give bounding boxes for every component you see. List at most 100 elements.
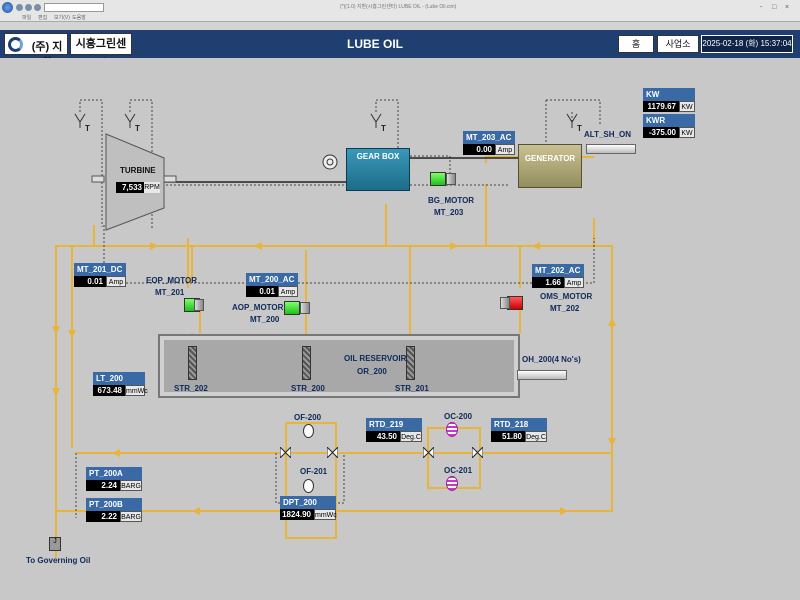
reservoir-tag: OR_200 — [357, 367, 387, 376]
alt-sh-on-label: ALT_SH_ON — [584, 130, 631, 139]
bg-motor-body — [446, 173, 456, 185]
forward-icon[interactable] — [25, 4, 32, 11]
generator[interactable]: GENERATOR — [518, 144, 582, 188]
eop-motor-body — [194, 299, 204, 311]
aop-motor-icon[interactable] — [284, 301, 300, 315]
strainer-200-icon[interactable] — [302, 346, 311, 380]
oms-motor-tag: MT_202 — [550, 304, 580, 313]
bg-motor-label: BG_MOTOR — [428, 196, 475, 205]
kw-value: 1179.67 — [643, 101, 679, 112]
aop-motor-tag: MT_200 — [250, 315, 280, 324]
mt201-value: 0.01 — [74, 276, 106, 287]
minimize-button[interactable]: - — [760, 4, 763, 11]
turbine-rpm-value: 7,533 — [116, 182, 144, 193]
strainer-201-label: STR_201 — [395, 384, 429, 393]
menu-help[interactable]: 도움말 — [72, 15, 86, 21]
rtd218-unit: Deg.C — [525, 431, 547, 442]
valve-icon[interactable] — [423, 447, 434, 458]
maximize-button[interactable]: □ — [772, 4, 777, 11]
company-logo[interactable]: (주) 지환 — [4, 33, 68, 69]
oil-reservoir[interactable] — [158, 334, 520, 398]
thermo-label-1: T — [85, 124, 90, 133]
oms-motor-label: OMS_MOTOR — [540, 292, 593, 301]
rtd219-tag-name: RTD_219 — [366, 418, 422, 431]
lt200-value: 673.48 — [93, 385, 125, 396]
mt203-tag-name: MT_203_AC — [463, 131, 515, 144]
eop-motor-tag: MT_201 — [155, 288, 185, 297]
pt200a-unit: BARG — [120, 480, 142, 491]
mt200-tag-name: MT_200_AC — [246, 273, 298, 286]
menu-file[interactable]: 파일 — [22, 15, 32, 21]
governing-oil-drain-icon[interactable]: J — [49, 537, 61, 551]
back-icon[interactable] — [16, 4, 23, 11]
menu-view[interactable]: 보기(V) — [54, 15, 70, 21]
strainer-202-icon[interactable] — [188, 346, 197, 380]
strainer-200-label: STR_200 — [291, 384, 325, 393]
rtd218-tag-name: RTD_218 — [491, 418, 547, 431]
mt202-unit: Amp — [564, 277, 584, 288]
dpt200-unit: mmWc — [314, 509, 337, 520]
valve-icon[interactable] — [472, 447, 483, 458]
filter-201-icon[interactable] — [303, 479, 314, 493]
mt201-tag-name: MT_201_DC — [74, 263, 126, 276]
toolbar-strip — [0, 22, 800, 30]
mt200-value: 0.01 — [246, 286, 278, 297]
mt202-tag-name: MT_202_AC — [532, 264, 584, 277]
menu-edit[interactable]: 편집 — [38, 15, 48, 21]
rtd218-value: 51.80 — [491, 431, 525, 442]
office-button[interactable]: 사업소 — [657, 35, 699, 53]
reload-icon[interactable] — [34, 4, 41, 11]
bg-motor-tag: MT_203 — [434, 208, 464, 217]
scroll-pump-icon — [322, 154, 338, 170]
header-bar: (주) 지환 시흥그린센터 LUBE OIL 홈 사업소 2025-02-18 … — [0, 30, 800, 70]
browser-logo-icon — [2, 2, 13, 13]
mt202-value: 1.66 — [532, 277, 564, 288]
valve-icon[interactable] — [327, 447, 338, 458]
gearbox[interactable]: GEAR BOX — [346, 148, 410, 191]
filter-200-icon[interactable] — [303, 424, 314, 438]
cooler-201-icon[interactable] — [446, 476, 458, 491]
pt200b-value: 2.22 — [86, 511, 120, 522]
lt200-unit: mmWc — [125, 385, 148, 396]
address-bar[interactable] — [44, 3, 104, 12]
pt200a-value: 2.24 — [86, 480, 120, 491]
filter-200-label: OF-200 — [294, 413, 322, 422]
aop-motor-body — [300, 302, 310, 314]
kwr-tag-name: KWR — [643, 114, 695, 127]
dpt200-tag-name: DPT_200 — [280, 496, 336, 509]
turbine-rpm[interactable]: 7,533 RPM — [116, 182, 160, 193]
pt200a-tag-name: PT_200A — [86, 467, 142, 480]
mt203-value: 0.00 — [463, 144, 495, 155]
reservoir-label: OIL RESERVOIR — [344, 354, 407, 363]
cooler-200-icon[interactable] — [446, 422, 458, 437]
cooler-201-label: OC-201 — [444, 466, 473, 475]
thermo-label-4: T — [577, 124, 582, 133]
valve-icon[interactable] — [280, 447, 291, 458]
bg-motor-icon[interactable] — [430, 172, 446, 186]
kw-tag-name: KW — [643, 88, 695, 101]
page-title: LUBE OIL — [347, 37, 403, 51]
close-button[interactable]: × — [785, 4, 790, 11]
heater-icon[interactable] — [517, 370, 567, 380]
alt-sh-on-heater-icon[interactable] — [586, 144, 636, 154]
home-button[interactable]: 홈 — [618, 35, 654, 53]
thermo-label-2: T — [135, 124, 140, 133]
plant-name-button[interactable]: 시흥그린센터 — [70, 33, 132, 70]
drive-shaft — [164, 157, 518, 183]
eop-motor-label: EOP_MOTOR — [146, 276, 197, 285]
strainer-201-icon[interactable] — [406, 346, 415, 380]
pt200b-tag-name: PT_200B — [86, 498, 142, 511]
